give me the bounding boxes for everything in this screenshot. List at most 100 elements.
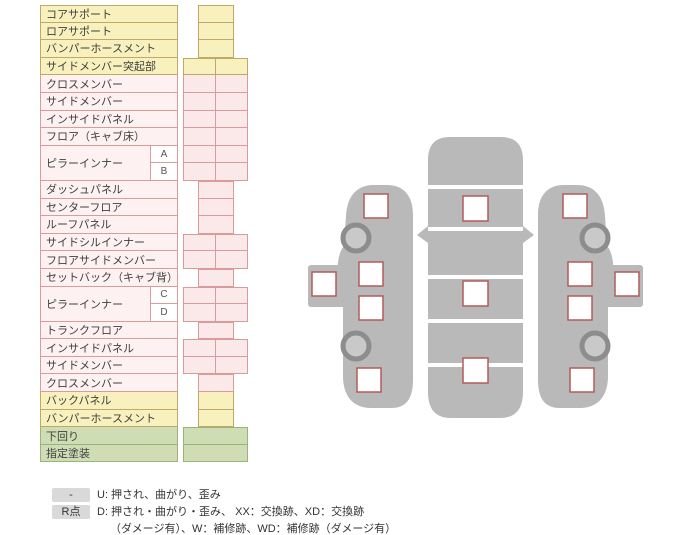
grid-cell[interactable]: [215, 286, 248, 305]
grid-cell[interactable]: [197, 5, 234, 23]
grid-cell[interactable]: [215, 75, 248, 93]
cell-group: [183, 339, 248, 357]
cell-group: [183, 374, 248, 393]
grid-cell[interactable]: [183, 57, 216, 76]
table-row: セットバック（キャブ背）: [40, 268, 248, 287]
grid-cell[interactable]: [183, 427, 248, 445]
table-row: コアサポート: [40, 5, 248, 23]
grid-cell[interactable]: [183, 444, 248, 463]
grid-cell[interactable]: [215, 233, 248, 252]
legend-row-cont: （ダメージ有）、W：補修跡、WD：補修跡（ダメージ有）: [52, 521, 396, 535]
grid-cell[interactable]: [215, 251, 248, 269]
cell-group: [183, 409, 248, 428]
grid-cell[interactable]: [215, 92, 248, 111]
left-mirror-icon: [417, 226, 428, 243]
cell-group: [183, 40, 248, 58]
legend-text-u: U: 押され、曲がり、歪み: [97, 489, 221, 501]
table-row: ロアサポート: [40, 22, 248, 41]
marker-right-front-pillar[interactable]: [562, 193, 588, 219]
row-label: サイドシルインナー: [40, 233, 178, 252]
row-label: ダッシュパネル: [40, 180, 178, 199]
row-label: サイドメンバー: [40, 356, 178, 375]
row-label: ロアサポート: [40, 22, 178, 41]
grid-cell[interactable]: [197, 40, 234, 58]
table-row: バンパーホースメント: [40, 40, 248, 58]
marker-right-outer-sill[interactable]: [614, 271, 640, 297]
grid-cell[interactable]: [197, 409, 234, 428]
marker-center-floor[interactable]: [462, 280, 489, 307]
cell-group: [183, 427, 248, 445]
grid-cell[interactable]: [215, 356, 248, 375]
parts-table: コアサポートロアサポートバンパーホースメントサイドメンバー突起部クロスメンバーサ…: [40, 5, 248, 463]
cell-group: [183, 321, 248, 340]
row-label: インサイドパネル: [40, 110, 178, 129]
table-row: インサイドパネル: [40, 339, 248, 357]
grid-cell[interactable]: [183, 128, 216, 146]
cell-group: [183, 22, 248, 41]
grid-cell[interactable]: [183, 163, 216, 181]
marker-left-center-lower[interactable]: [358, 295, 384, 321]
grid-cell[interactable]: [215, 339, 248, 357]
row-label: クロスメンバー: [40, 75, 178, 93]
grid-cell[interactable]: [215, 110, 248, 129]
grid-cell[interactable]: [183, 286, 216, 305]
legend-text-d: D: 押され・曲がり・歪み、 XX：交換跡、XD：交換跡: [97, 506, 365, 518]
grid-cell[interactable]: [183, 339, 216, 357]
row-label: ピラーインナー: [40, 286, 150, 322]
grid-cell[interactable]: [215, 57, 248, 76]
grid-cell[interactable]: [183, 92, 216, 111]
grid-cell[interactable]: [197, 321, 234, 340]
row-label: バンパーホースメント: [40, 409, 178, 428]
marker-left-rear-quarter[interactable]: [356, 367, 382, 393]
table-row: サイドメンバー: [40, 92, 248, 111]
grid-cell[interactable]: [197, 268, 234, 287]
marker-right-center-upper[interactable]: [567, 261, 593, 287]
cell-group: [183, 57, 248, 76]
cell-group: [183, 216, 248, 234]
grid-cell[interactable]: [183, 356, 216, 375]
grid-cell[interactable]: [183, 145, 216, 164]
row-label: ルーフパネル: [40, 216, 178, 234]
cell-group: [183, 356, 248, 375]
row-label: バンパーホースメント: [40, 40, 178, 58]
grid-cell[interactable]: [197, 392, 234, 410]
grid-cell[interactable]: [215, 163, 248, 181]
grid-cell[interactable]: [183, 110, 216, 129]
grid-cell[interactable]: [183, 251, 216, 269]
legend-badge-rten: R点: [52, 505, 90, 519]
cell-group: [183, 268, 248, 287]
grid-cell[interactable]: [197, 216, 234, 234]
marker-left-front-pillar[interactable]: [363, 193, 389, 219]
marker-right-rear-quarter[interactable]: [569, 367, 595, 393]
marker-center-front[interactable]: [462, 195, 489, 222]
marker-left-center-upper[interactable]: [358, 261, 384, 287]
cell-group: [183, 145, 248, 164]
row-label: インサイドパネル: [40, 339, 178, 357]
grid-cell[interactable]: [197, 180, 234, 199]
legend-text-d-cont: （ダメージ有）、W：補修跡、WD：補修跡（ダメージ有）: [110, 523, 397, 535]
cell-group: [183, 304, 248, 322]
marker-center-rear[interactable]: [462, 357, 489, 384]
marker-left-outer-sill[interactable]: [311, 271, 337, 297]
grid-cell[interactable]: [215, 145, 248, 164]
marker-right-center-lower[interactable]: [567, 295, 593, 321]
grid-cell[interactable]: [197, 374, 234, 393]
grid-cell[interactable]: [197, 22, 234, 41]
grid-cell[interactable]: [215, 304, 248, 322]
pillar-sub-label: C: [150, 286, 178, 305]
row-label: コアサポート: [40, 5, 178, 23]
grid-cell[interactable]: [183, 233, 216, 252]
table-row: サイドメンバー突起部: [40, 57, 248, 76]
row-label: トランクフロア: [40, 321, 178, 340]
grid-cell[interactable]: [183, 304, 216, 322]
row-label: フロア（キャブ床）: [40, 128, 178, 146]
row-label: サイドメンバー突起部: [40, 57, 178, 76]
grid-cell[interactable]: [215, 128, 248, 146]
grid-cell[interactable]: [183, 75, 216, 93]
grid-cell[interactable]: [197, 198, 234, 217]
row-label: サイドメンバー: [40, 92, 178, 111]
car-diagram: [300, 137, 650, 418]
cell-group: [183, 198, 248, 217]
cell-group: [183, 92, 248, 111]
